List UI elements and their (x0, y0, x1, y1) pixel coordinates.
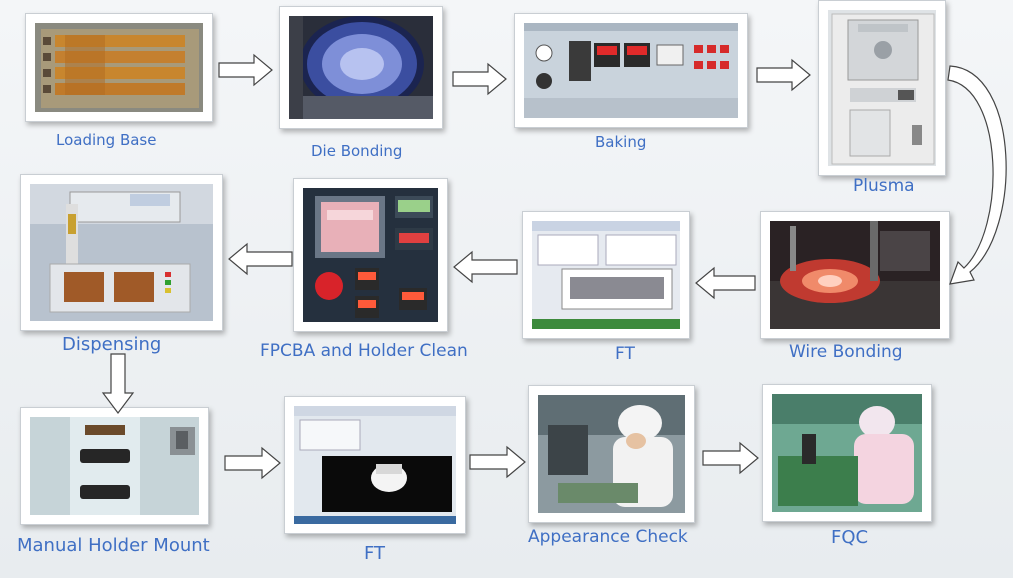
photo-baking (524, 23, 738, 118)
arrow-right (756, 58, 812, 92)
photo-die-bonding (289, 16, 433, 119)
step-label-die-bonding: Die Bonding (311, 142, 403, 160)
step-label-appearance-check: Appearance Check (528, 527, 688, 547)
arrow-right (218, 53, 274, 87)
step-label-ft-2: FT (364, 543, 386, 564)
step-label-loading-base: Loading Base (56, 131, 157, 149)
arrow-left (452, 250, 518, 284)
photo-frame-manual-holder-mount (20, 407, 209, 525)
arrow-right (452, 62, 508, 96)
step-label-dispensing: Dispensing (62, 334, 162, 355)
step-label-plusma: Plusma (853, 176, 915, 196)
photo-plusma (828, 10, 936, 166)
photo-manual-holder-mount (30, 417, 199, 515)
photo-frame-loading-base (25, 13, 213, 122)
photo-fqc (772, 394, 922, 512)
curved-arrow-down (940, 60, 1013, 300)
arrow-down (101, 353, 135, 415)
photo-appearance-check (538, 395, 685, 513)
arrow-right (702, 441, 760, 475)
photo-frame-appearance-check (528, 385, 695, 523)
step-label-baking: Baking (595, 133, 647, 151)
step-label-manual-holder-mount: Manual Holder Mount (17, 535, 210, 556)
step-label-fpcba-holder-clean: FPCBA and Holder Clean (260, 341, 468, 361)
photo-wire-bonding (770, 221, 940, 329)
arrow-left (227, 242, 293, 276)
photo-frame-dispensing (20, 174, 223, 331)
photo-frame-ft-2 (284, 396, 466, 534)
photo-fpcba-holder-clean (303, 188, 438, 322)
arrow-right (224, 446, 282, 480)
arrow-right (469, 445, 527, 479)
photo-ft-1 (532, 221, 680, 329)
step-label-fqc: FQC (831, 527, 869, 548)
photo-frame-fpcba-holder-clean (293, 178, 448, 332)
arrow-left (694, 266, 756, 300)
photo-loading-base (35, 23, 203, 112)
photo-frame-plusma (818, 0, 946, 176)
photo-frame-die-bonding (279, 6, 443, 129)
step-label-wire-bonding: Wire Bonding (789, 342, 903, 362)
step-label-ft-1: FT (615, 344, 635, 364)
photo-frame-wire-bonding (760, 211, 950, 339)
photo-dispensing (30, 184, 213, 321)
photo-frame-ft-1 (522, 211, 690, 339)
photo-frame-baking (514, 13, 748, 128)
photo-frame-fqc (762, 384, 932, 522)
photo-ft-2 (294, 406, 456, 524)
